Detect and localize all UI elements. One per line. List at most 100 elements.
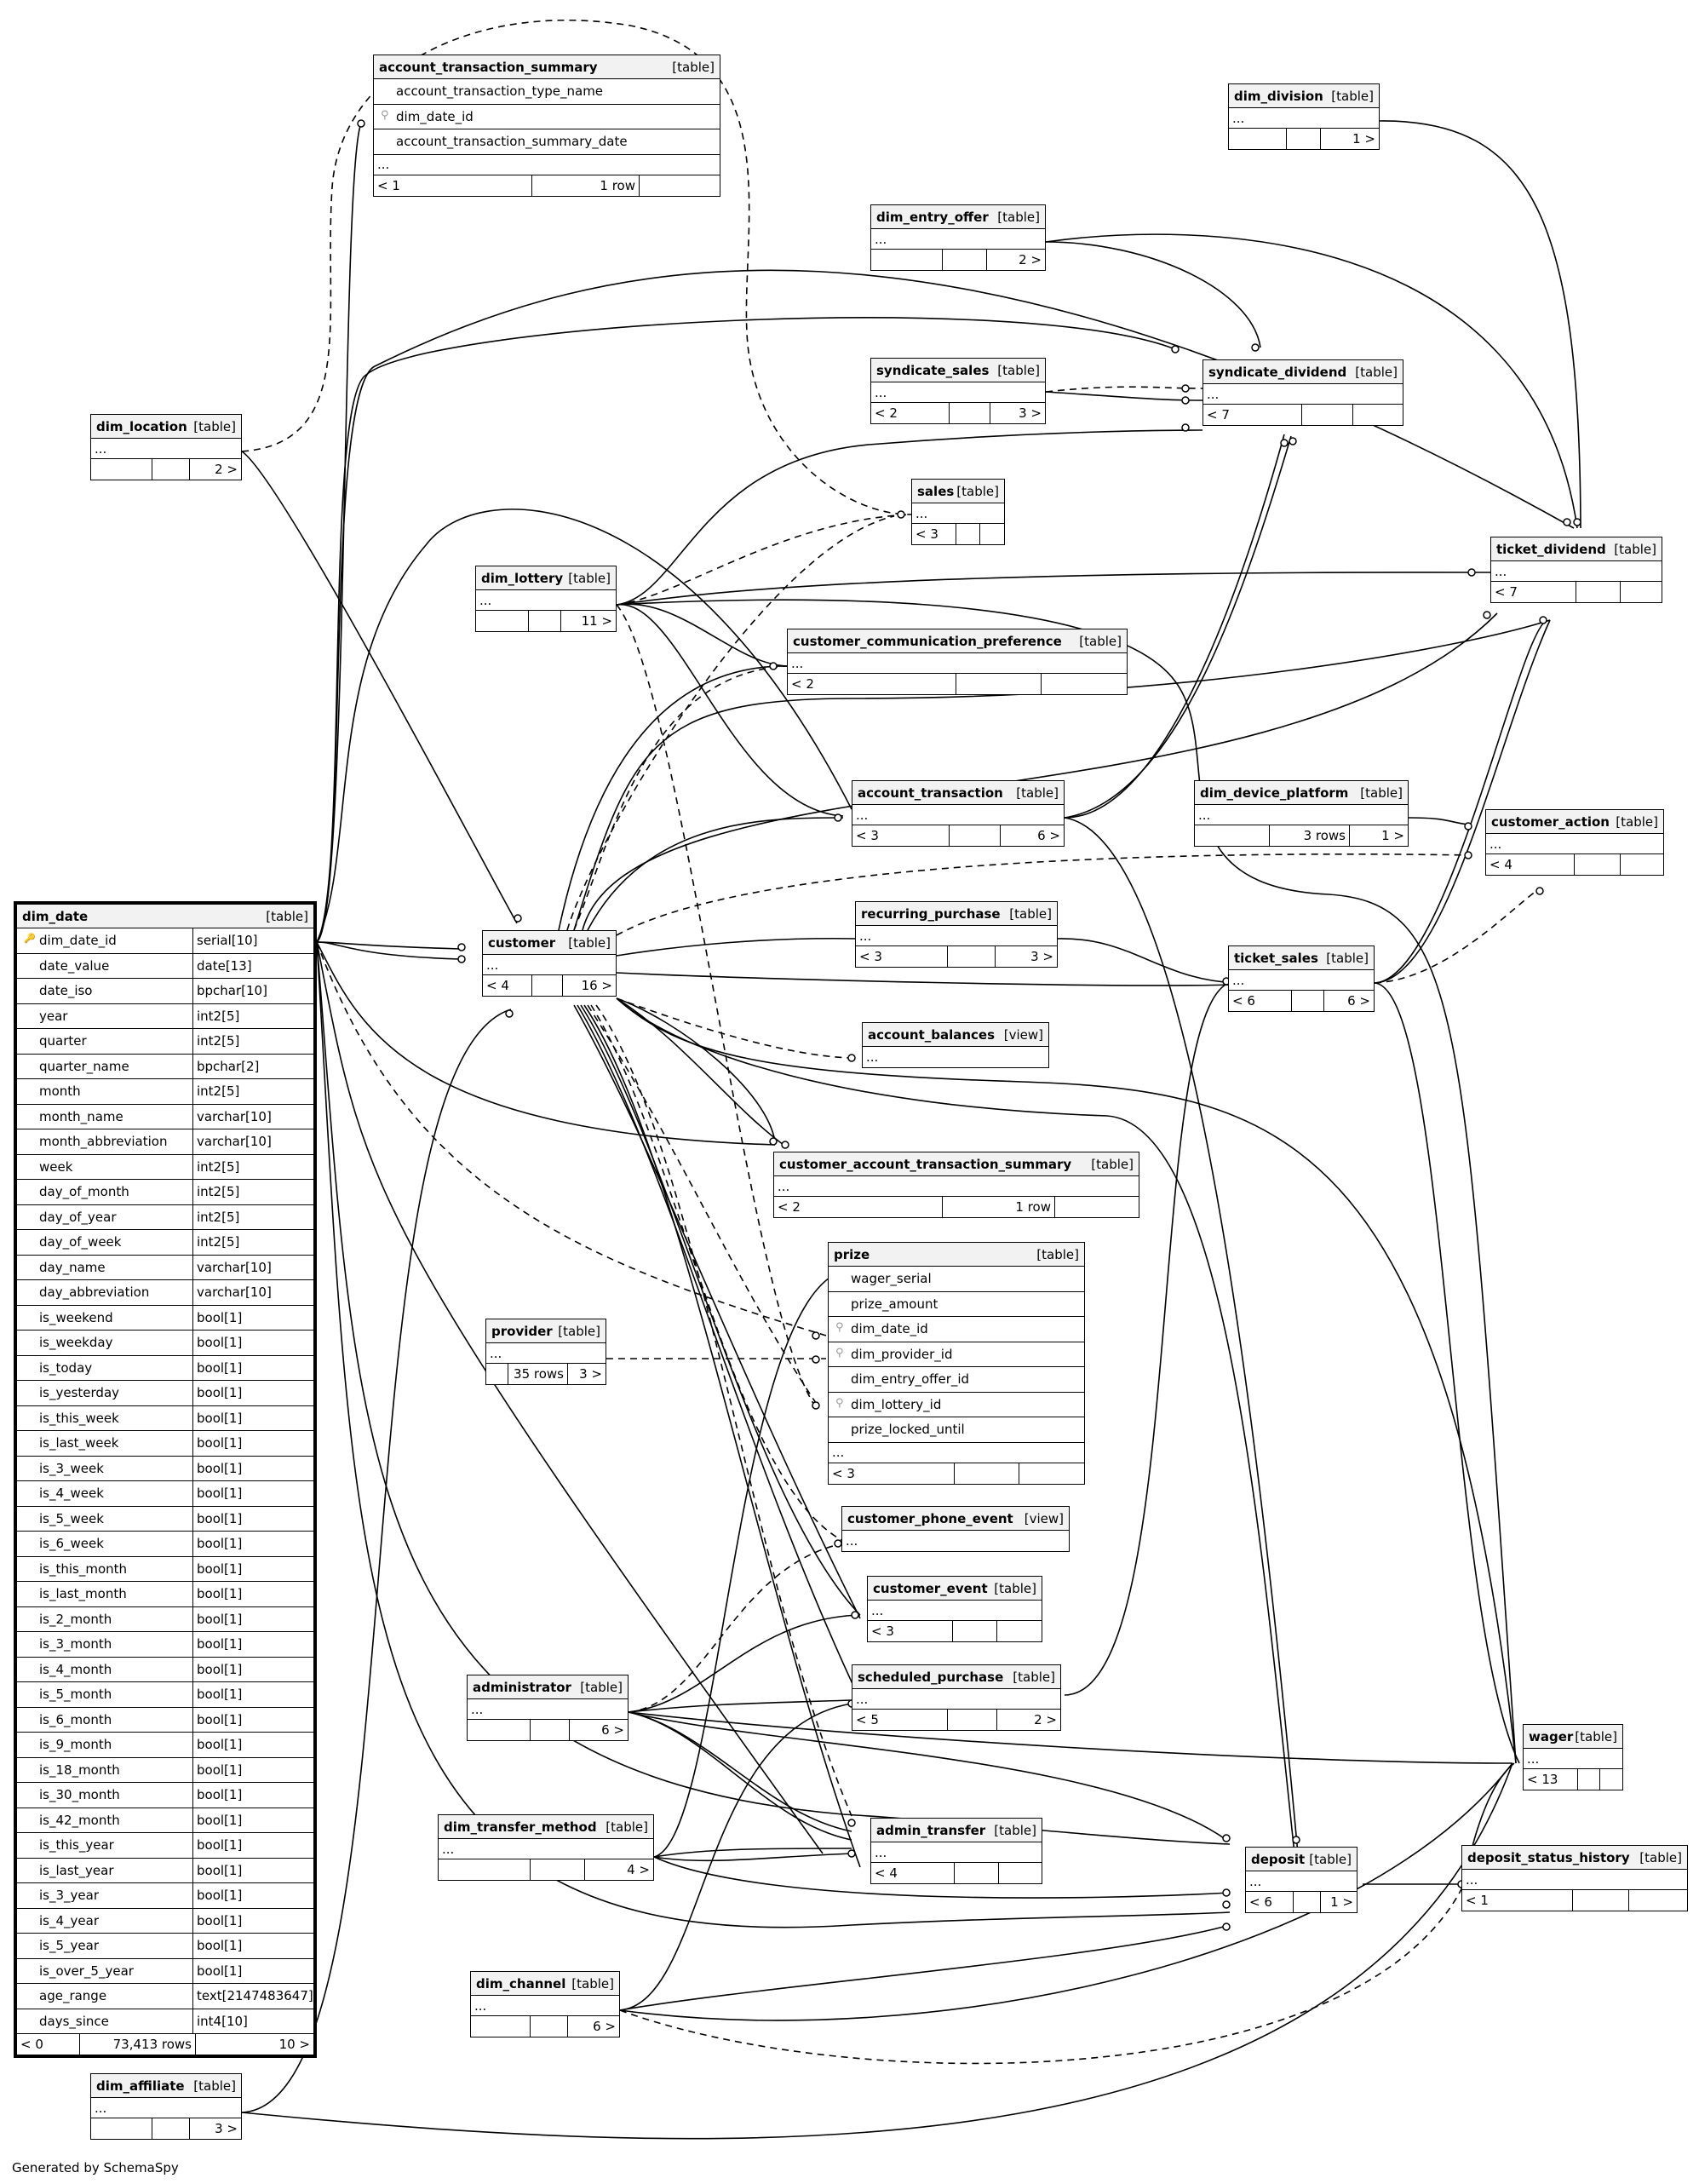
column-name: days_since [17, 2014, 192, 2029]
edge [616, 429, 1203, 606]
edge [241, 451, 518, 924]
table-administrator[interactable]: administrator[table] ... 6 > [467, 1675, 629, 1741]
more-columns: ... [91, 2098, 241, 2118]
table-admin-transfer[interactable]: admin_transfer[table] ... < 4 [870, 1818, 1042, 1884]
edge-end-circle [1563, 518, 1571, 526]
table-name: dim_transfer_method [444, 1819, 597, 1835]
column-name: is_18_month [17, 1762, 192, 1778]
table-ticket-dividend[interactable]: ticket_dividend[table] ... < 7 [1490, 537, 1662, 603]
row-count [950, 825, 1001, 846]
table-footer: 2 > [871, 250, 1045, 270]
table-kind: [table] [1331, 88, 1374, 104]
edge-end-circle [1181, 396, 1190, 405]
more-columns: ... [912, 503, 1004, 524]
more-columns: ... [439, 1839, 653, 1859]
table-dim-affiliate[interactable]: dim_affiliate[table] ... 3 > [90, 2073, 242, 2140]
table-account-transaction-summary[interactable]: account_transaction_summary[table] accou… [373, 55, 720, 197]
table-name: dim_division [1234, 88, 1323, 104]
row-count [1294, 1892, 1321, 1912]
table-wager[interactable]: wager[table] ... < 13 [1523, 1724, 1623, 1790]
table-customer-event[interactable]: customer_event[table] ... < 3 [867, 1576, 1042, 1642]
parents-count [91, 459, 152, 480]
table-dim-channel[interactable]: dim_channel[table] ... 6 > [470, 1971, 620, 2037]
table-customer-account-transaction-summary[interactable]: customer_account_transaction_summary[tab… [773, 1152, 1139, 1218]
row-count [955, 1863, 999, 1883]
table-dim-location[interactable]: dim_location[table] ... 2 > [90, 414, 242, 480]
table-dim-lottery[interactable]: dim_lottery[table] ... 11 > [475, 566, 617, 632]
edge-end-circle [781, 1141, 789, 1149]
children-count: 10 > [278, 2037, 310, 2052]
column-name: is_30_month [17, 1787, 192, 1802]
row-count [1292, 991, 1324, 1011]
table-name: deposit_status_history [1467, 1849, 1630, 1865]
table-name: syndicate_dividend [1208, 364, 1347, 380]
children-count [640, 175, 720, 196]
table-customer-action[interactable]: customer_action[table] ... < 4 [1485, 809, 1664, 876]
edge-end-circle [1222, 1922, 1231, 1931]
column-name: is_5_week [17, 1511, 192, 1526]
row-count [956, 524, 980, 544]
table-customer-communication-preference[interactable]: customer_communication_preference[table]… [787, 629, 1128, 695]
column-label: is_9_month [39, 1737, 112, 1753]
table-dim-entry-offer[interactable]: dim_entry_offer[table] ... 2 > [870, 204, 1046, 271]
more-columns: ... [852, 805, 1064, 825]
column-name: ⚲dim_date_id [829, 1321, 928, 1336]
parents-count [471, 2016, 531, 2037]
column-label: is_last_year [39, 1862, 114, 1878]
parents-count [871, 250, 943, 270]
table-header: customer_phone_event[view] [842, 1507, 1069, 1531]
table-dim-transfer-method[interactable]: dim_transfer_method[table] ... 4 > [438, 1814, 654, 1881]
row-count [948, 946, 996, 967]
table-header: ticket_sales[table] [1229, 946, 1374, 970]
column-name: is_weekday [17, 1335, 192, 1350]
column-name: is_2_month [17, 1612, 192, 1627]
table-name: dim_device_platform [1200, 785, 1349, 801]
edge [616, 997, 784, 1146]
column-name: month_name [17, 1109, 192, 1124]
column-type: bool[1] [192, 1682, 313, 1707]
column-label: dim_date_id [396, 108, 474, 124]
column-type: bool[1] [192, 1783, 313, 1808]
table-syndicate-dividend[interactable]: syndicate_dividend[table] ... < 7 [1203, 359, 1403, 426]
edge-end-circle [847, 1849, 856, 1858]
table-deposit-status-history[interactable]: deposit_status_history[table] ... < 1 [1461, 1845, 1688, 1911]
table-dim-division[interactable]: dim_division[table] ... 1 > [1228, 83, 1380, 150]
more-columns: ... [846, 1533, 858, 1549]
column-name: date_value [17, 958, 192, 974]
column-name: ⚲dim_provider_id [829, 1347, 953, 1362]
children-count [1600, 1769, 1622, 1790]
table-name: sales [917, 483, 955, 499]
table-account-balances[interactable]: account_balances[view] ... [862, 1022, 1049, 1068]
table-name: customer_event [873, 1580, 988, 1596]
edge [616, 937, 858, 957]
column-type: bool[1] [192, 1331, 313, 1355]
edge-end-circle [812, 1355, 820, 1364]
table-customer-phone-event[interactable]: customer_phone_event[view] ... [841, 1506, 1070, 1552]
column-type: varchar[10] [192, 1255, 313, 1279]
table-sales[interactable]: sales[table] ... < 3 [911, 479, 1005, 545]
parents-count: < 6 [1229, 991, 1292, 1011]
parents-count: < 3 [829, 1463, 955, 1484]
table-prize[interactable]: prize[table] wager_serial prize_amount ⚲… [828, 1242, 1085, 1485]
